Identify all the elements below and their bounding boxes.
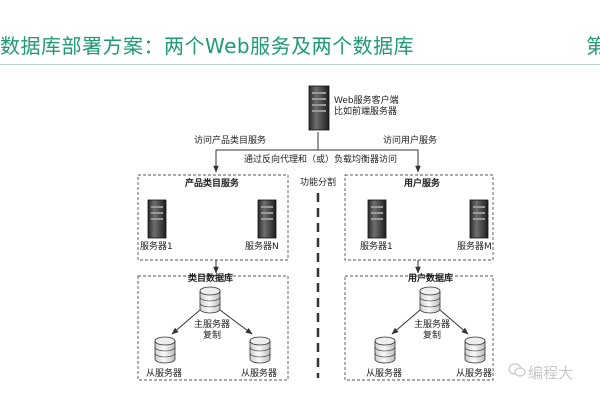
left-slave-1-label: 从服务器 [146, 369, 183, 379]
right-master-db-icon [419, 286, 441, 314]
left-replication-arrows [171, 309, 253, 335]
left-slave-2-label: 从服务器 [241, 369, 278, 379]
service-db-connectors [213, 260, 421, 274]
right-master-label-line2: 复制 [423, 331, 442, 342]
right-server-1-label: 服务器1 [360, 242, 393, 252]
left-server-1-label: 服务器1 [140, 242, 173, 252]
client-label: Web服务客户端 比如前端服务器 [334, 96, 399, 119]
right-service-title: 用户服务 [404, 179, 441, 189]
client-label-line2: 比如前端服务器 [334, 107, 398, 118]
next-slide-title-fragment: 第 [586, 34, 600, 58]
right-slave-db-2-icon [464, 336, 486, 364]
page-title: 数据库部署方案：两个Web服务及两个数据库 [0, 34, 415, 58]
left-master-label-line2: 复制 [203, 331, 222, 342]
right-slave-db-1-icon [374, 336, 396, 364]
wechat-logo-icon [508, 363, 526, 377]
client-connector-lines [213, 132, 421, 173]
split-label: 功能分割 [300, 178, 337, 188]
right-replication-arrows [391, 309, 469, 335]
left-database-box [137, 275, 289, 381]
left-master-db-icon [199, 286, 221, 314]
left-db-title: 类目数据库 [188, 274, 234, 284]
left-slave-db-2-icon [249, 336, 271, 364]
left-server-n-icon [257, 199, 277, 239]
proxy-label: 通过反向代理和（或）负载均衡器访问 [244, 155, 398, 165]
left-slave-db-1-icon [154, 336, 176, 364]
right-database-box [344, 275, 494, 381]
right-server-m-label: 服务器M [457, 242, 492, 252]
right-slave-2-label: 从服务器 [456, 369, 493, 379]
left-server-1-icon [147, 199, 167, 239]
left-access-label: 访问产品类目服务 [194, 136, 267, 146]
right-master-label: 主服务器 复制 [414, 320, 450, 343]
client-label-line1: Web服务客户端 [334, 96, 399, 106]
right-server-1-icon [367, 199, 387, 239]
left-master-label: 主服务器 复制 [194, 320, 230, 343]
right-service-box [344, 174, 494, 261]
watermark-text: 编程大 [528, 364, 574, 382]
right-master-label-line1: 主服务器 [414, 320, 451, 330]
left-service-title: 产品类目服务 [185, 179, 240, 189]
left-master-label-line1: 主服务器 [194, 320, 231, 330]
client-server-icon [308, 85, 330, 131]
right-server-m-icon [469, 199, 489, 239]
right-db-title: 用户数据库 [408, 274, 454, 284]
title-divider [0, 64, 600, 65]
right-access-label: 访问用户服务 [383, 136, 438, 146]
left-service-box [137, 174, 289, 261]
left-server-n-label: 服务器N [245, 242, 279, 252]
right-slave-1-label: 从服务器 [366, 369, 403, 379]
